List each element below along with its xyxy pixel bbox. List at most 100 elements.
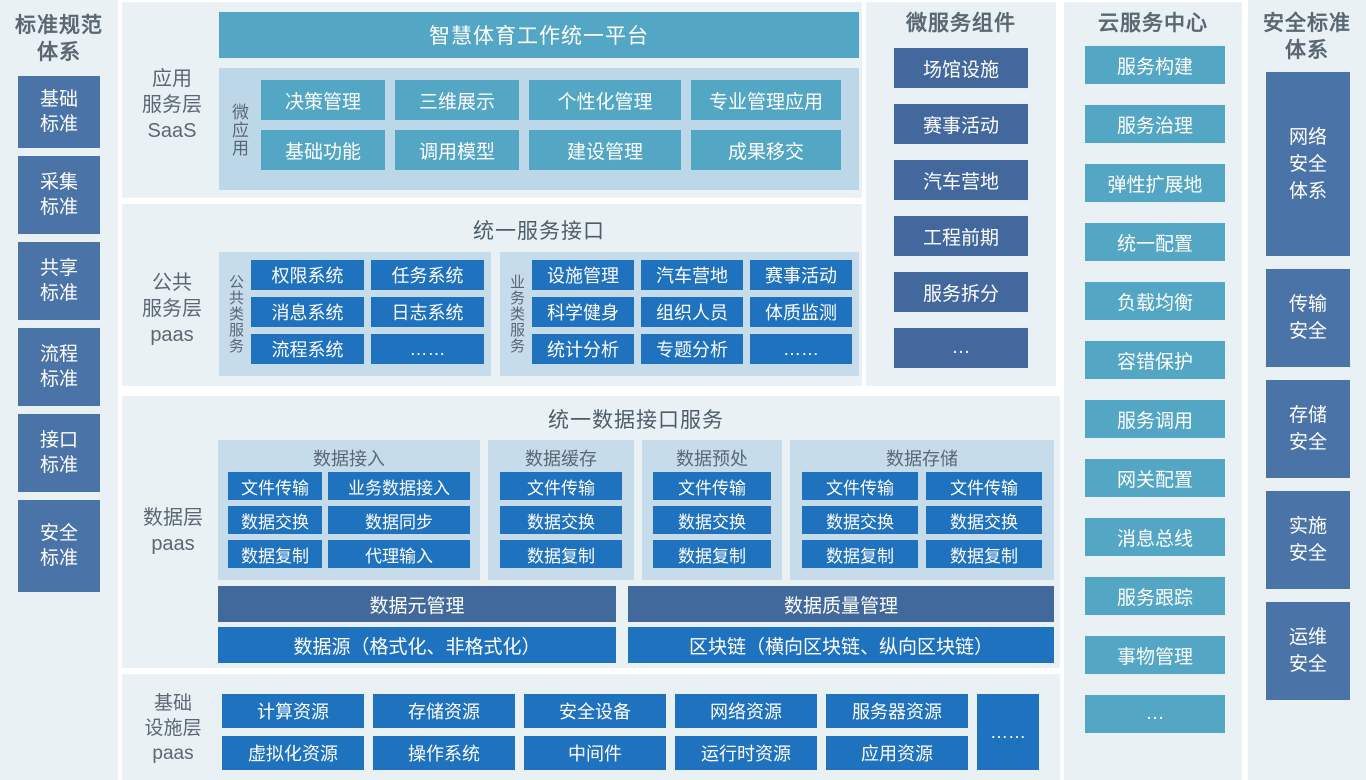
- data-cache-data-replication[interactable]: 数据复制: [500, 540, 622, 568]
- service-message-system[interactable]: 消息系统: [251, 297, 364, 327]
- infra-operating-system[interactable]: 操作系统: [373, 736, 515, 770]
- cloud-service-unified-config[interactable]: 统一配置: [1085, 223, 1225, 261]
- cloud-service-transaction-management[interactable]: 事物管理: [1085, 636, 1225, 674]
- microservice-car-camp[interactable]: 汽车营地: [894, 160, 1028, 200]
- data-quality-management-bar[interactable]: 数据质量管理: [628, 586, 1054, 622]
- data-access-group-title: 数据接入: [313, 449, 385, 469]
- service-more-business[interactable]: ……: [750, 334, 852, 364]
- infra-security-device[interactable]: 安全设备: [524, 694, 666, 728]
- standards-item-collection[interactable]: 采集 标准: [18, 156, 100, 234]
- service-log-system[interactable]: 日志系统: [371, 297, 484, 327]
- data-storage-data-exchange-1[interactable]: 数据交换: [802, 506, 918, 534]
- data-preprocess-group-title: 数据预处: [676, 449, 748, 469]
- data-access-data-exchange[interactable]: 数据交换: [228, 506, 322, 534]
- data-access-proxy-input[interactable]: 代理输入: [328, 540, 470, 568]
- microservice-service-split[interactable]: 服务拆分: [894, 272, 1028, 312]
- infra-computing-resource[interactable]: 计算资源: [222, 694, 364, 728]
- security-item-storage[interactable]: 存储 安全: [1266, 380, 1350, 478]
- data-cache-group-title: 数据缓存: [525, 449, 597, 469]
- service-process-system[interactable]: 流程系统: [251, 334, 364, 364]
- metadata-management-bar[interactable]: 数据元管理: [218, 586, 616, 622]
- infra-storage-resource[interactable]: 存储资源: [373, 694, 515, 728]
- micro-app-basic-functions[interactable]: 基础功能: [261, 130, 385, 170]
- data-access-file-transfer[interactable]: 文件传输: [228, 472, 322, 500]
- infra-server-resource[interactable]: 服务器资源: [826, 694, 968, 728]
- micro-app-decision-management[interactable]: 决策管理: [261, 80, 385, 120]
- service-physique-monitoring[interactable]: 体质监测: [750, 297, 852, 327]
- standards-item-basic[interactable]: 基础 标准: [18, 76, 100, 148]
- data-access-business-data[interactable]: 业务数据接入: [328, 472, 470, 500]
- infra-virtualization-resource[interactable]: 虚拟化资源: [222, 736, 364, 770]
- cloud-service-governance[interactable]: 服务治理: [1085, 105, 1225, 143]
- data-access-data-replication[interactable]: 数据复制: [228, 540, 322, 568]
- cloud-service-gateway-config[interactable]: 网关配置: [1085, 459, 1225, 497]
- infra-runtime-resource[interactable]: 运行时资源: [675, 736, 817, 770]
- data-cache-data-exchange[interactable]: 数据交换: [500, 506, 622, 534]
- cloud-service-tracing[interactable]: 服务跟踪: [1085, 577, 1225, 615]
- data-preprocess-file-transfer[interactable]: 文件传输: [653, 472, 771, 500]
- data-access-data-sync[interactable]: 数据同步: [328, 506, 470, 534]
- cloud-service-elastic-scaling[interactable]: 弹性扩展地: [1085, 164, 1225, 202]
- data-storage-data-replication-1[interactable]: 数据复制: [802, 540, 918, 568]
- micro-app-construction-management[interactable]: 建设管理: [529, 130, 681, 170]
- service-permission-system[interactable]: 权限系统: [251, 260, 364, 290]
- cloud-service-more[interactable]: …: [1085, 695, 1225, 733]
- infra-middleware[interactable]: 中间件: [524, 736, 666, 770]
- data-storage-data-exchange-2[interactable]: 数据交换: [926, 506, 1042, 534]
- security-standards-items: 网络 安全 体系 传输 安全 存储 安全 实施 安全 运维 安全: [1266, 72, 1350, 700]
- standards-item-interface[interactable]: 接口 标准: [18, 414, 100, 492]
- service-car-camp[interactable]: 汽车营地: [641, 260, 743, 290]
- micro-app-call-model[interactable]: 调用模型: [395, 130, 519, 170]
- service-organization-personnel[interactable]: 组织人员: [641, 297, 743, 327]
- security-item-implementation-line1: 实施: [1288, 516, 1327, 537]
- security-item-network-system[interactable]: 网络 安全 体系: [1266, 72, 1350, 256]
- cloud-service-invocation[interactable]: 服务调用: [1085, 400, 1225, 438]
- microservice-event-activity[interactable]: 赛事活动: [894, 104, 1028, 144]
- data-source-bar[interactable]: 数据源（格式化、非格式化）: [218, 627, 616, 663]
- service-scientific-fitness[interactable]: 科学健身: [532, 297, 634, 327]
- public-service-label-line2: 服务层: [142, 298, 202, 320]
- service-thematic-analysis[interactable]: 专题分析: [641, 334, 743, 364]
- left-standards-items: 基础 标准 采集 标准 共享 标准 流程 标准 接口 标准 安全 标准: [18, 76, 100, 592]
- infrastructure-label-line3: paas: [152, 742, 194, 764]
- security-standards-title-line2: 体系: [1285, 39, 1329, 62]
- microservice-more[interactable]: …: [894, 328, 1028, 368]
- micro-app-results-handover[interactable]: 成果移交: [691, 130, 841, 170]
- security-standards-title: 安全标准 体系: [1248, 0, 1366, 64]
- standards-item-sharing-line1: 共享: [39, 258, 78, 279]
- data-cache-file-transfer[interactable]: 文件传输: [500, 472, 622, 500]
- service-task-system[interactable]: 任务系统: [371, 260, 484, 290]
- left-standards-title-line1: 标准规范: [15, 14, 103, 37]
- microservice-venue-facility[interactable]: 场馆设施: [894, 48, 1028, 88]
- standards-item-security[interactable]: 安全 标准: [18, 500, 100, 592]
- standards-item-sharing[interactable]: 共享 标准: [18, 242, 100, 320]
- cloud-service-load-balancing[interactable]: 负载均衡: [1085, 282, 1225, 320]
- unified-platform-banner[interactable]: 智慧体育工作统一平台: [219, 12, 859, 58]
- security-item-implementation[interactable]: 实施 安全: [1266, 491, 1350, 589]
- service-facility-management[interactable]: 设施管理: [532, 260, 634, 290]
- data-storage-data-replication-2[interactable]: 数据复制: [926, 540, 1042, 568]
- cloud-service-message-bus[interactable]: 消息总线: [1085, 518, 1225, 556]
- cloud-service-build[interactable]: 服务构建: [1085, 46, 1225, 84]
- service-more-public[interactable]: ……: [371, 334, 484, 364]
- application-layer-label-line3: SaaS: [147, 120, 197, 142]
- infra-more-box[interactable]: ……: [977, 694, 1039, 770]
- data-preprocess-data-exchange[interactable]: 数据交换: [653, 506, 771, 534]
- infra-application-resource[interactable]: 应用资源: [826, 736, 968, 770]
- service-event-activity[interactable]: 赛事活动: [750, 260, 852, 290]
- blockchain-bar[interactable]: 区块链（横向区块链、纵向区块链）: [628, 627, 1054, 663]
- micro-app-professional-management[interactable]: 专业管理应用: [691, 80, 841, 120]
- standards-item-process[interactable]: 流程 标准: [18, 328, 100, 406]
- data-storage-file-transfer-1[interactable]: 文件传输: [802, 472, 918, 500]
- service-statistical-analysis[interactable]: 统计分析: [532, 334, 634, 364]
- micro-app-3d-display[interactable]: 三维展示: [395, 80, 519, 120]
- cloud-service-fault-tolerance[interactable]: 容错保护: [1085, 341, 1225, 379]
- infra-network-resource[interactable]: 网络资源: [675, 694, 817, 728]
- microservice-project-preliminary[interactable]: 工程前期: [894, 216, 1028, 256]
- data-storage-file-transfer-2[interactable]: 文件传输: [926, 472, 1042, 500]
- micro-app-personalized-management[interactable]: 个性化管理: [529, 80, 681, 120]
- left-standards-title: 标准规范 体系: [0, 0, 118, 66]
- security-item-operations[interactable]: 运维 安全: [1266, 602, 1350, 700]
- data-preprocess-data-replication[interactable]: 数据复制: [653, 540, 771, 568]
- security-item-transmission[interactable]: 传输 安全: [1266, 269, 1350, 367]
